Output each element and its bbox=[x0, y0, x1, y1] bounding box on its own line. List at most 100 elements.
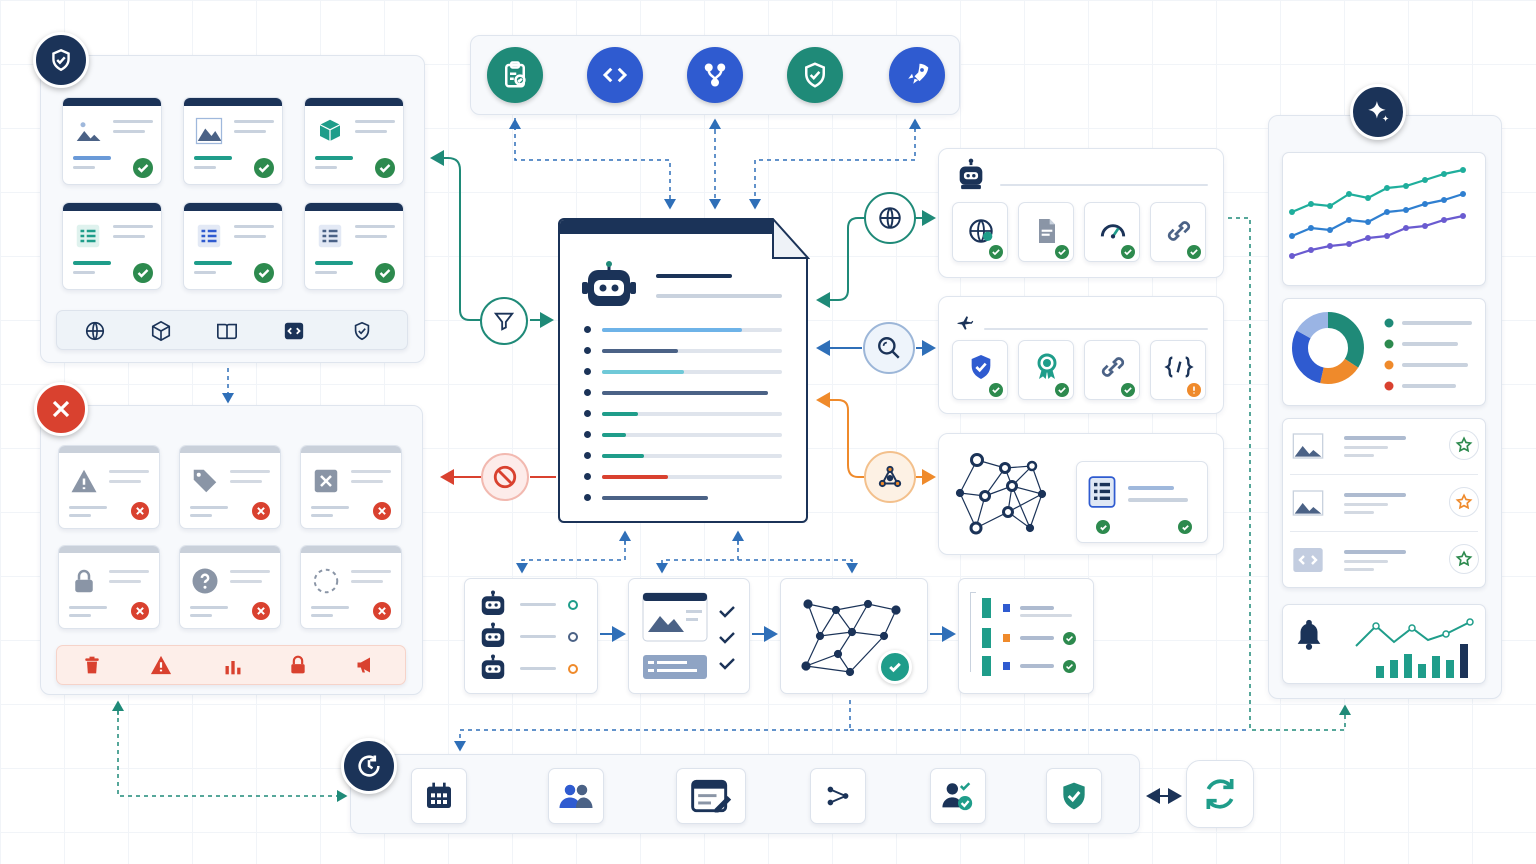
check-icon bbox=[989, 383, 1003, 397]
valid-result-card[interactable] bbox=[304, 202, 404, 290]
check-icon bbox=[375, 158, 395, 178]
card-image-icon bbox=[194, 221, 224, 251]
security-check-tile[interactable] bbox=[1018, 340, 1074, 400]
web-check-tile[interactable] bbox=[1084, 202, 1140, 262]
graph-node-icon[interactable] bbox=[864, 451, 916, 503]
card-text-line bbox=[69, 606, 107, 609]
rejected-result-card[interactable] bbox=[58, 545, 160, 629]
rated-item-icon bbox=[1292, 487, 1324, 519]
card-text-line bbox=[113, 120, 153, 123]
trend-point bbox=[1365, 235, 1371, 241]
shield-badge-icon bbox=[33, 32, 89, 88]
trend-point bbox=[1327, 243, 1333, 249]
bell-icon[interactable] bbox=[1292, 616, 1326, 652]
card-text-line bbox=[230, 480, 262, 483]
warning-icon[interactable] bbox=[149, 654, 173, 676]
lock-icon[interactable] bbox=[288, 654, 308, 676]
trend-point bbox=[1441, 217, 1447, 223]
search-icon[interactable] bbox=[863, 322, 915, 374]
card-image-icon bbox=[73, 221, 103, 251]
star-icon[interactable] bbox=[1449, 487, 1479, 517]
document-bullet bbox=[584, 368, 591, 375]
rejected-toolbar bbox=[56, 645, 406, 685]
valid-result-card[interactable] bbox=[183, 202, 283, 290]
card-text-line bbox=[355, 235, 387, 238]
clipboard-check-icon[interactable] bbox=[487, 47, 543, 103]
web-check-tile[interactable] bbox=[952, 202, 1008, 262]
document-bullet bbox=[584, 494, 591, 501]
document-line-track bbox=[602, 433, 782, 437]
card-text-line bbox=[109, 480, 141, 483]
rated-item-line bbox=[1344, 436, 1406, 440]
user-check-step[interactable] bbox=[930, 768, 986, 824]
report-bar bbox=[982, 656, 991, 676]
form-edit-step[interactable] bbox=[676, 768, 746, 824]
card-titlebar bbox=[180, 546, 280, 553]
check-icon bbox=[1055, 383, 1069, 397]
valid-result-card[interactable] bbox=[62, 202, 162, 290]
card-text-line bbox=[73, 271, 95, 274]
refresh-button[interactable] bbox=[1186, 760, 1254, 828]
star-icon[interactable] bbox=[1449, 430, 1479, 460]
rejected-result-card[interactable] bbox=[179, 545, 281, 629]
document-line-fill bbox=[602, 328, 742, 332]
shield-check-icon[interactable] bbox=[787, 47, 843, 103]
trash-icon[interactable] bbox=[82, 655, 102, 675]
code-icon[interactable] bbox=[587, 47, 643, 103]
shield-icon[interactable] bbox=[351, 320, 373, 342]
history-clock-icon bbox=[341, 738, 397, 794]
security-check-tile[interactable] bbox=[952, 340, 1008, 400]
tile-icon bbox=[965, 215, 997, 247]
rejected-result-card[interactable] bbox=[58, 445, 160, 529]
trend-point bbox=[1422, 223, 1428, 229]
checklist-icons bbox=[718, 604, 736, 672]
web-check-tile[interactable] bbox=[1018, 202, 1074, 262]
document-line-fill bbox=[602, 496, 708, 500]
rejected-result-card[interactable] bbox=[300, 545, 402, 629]
valid-result-card[interactable] bbox=[183, 97, 283, 185]
code-box-icon[interactable] bbox=[283, 320, 305, 342]
robot-icon bbox=[582, 260, 636, 310]
check-icon bbox=[1121, 245, 1135, 259]
refresh-icon[interactable] bbox=[1196, 770, 1244, 818]
filter-icon[interactable] bbox=[480, 297, 528, 345]
warning-badge-icon bbox=[1187, 383, 1201, 397]
security-check-tile[interactable] bbox=[1150, 340, 1206, 400]
megaphone-icon[interactable] bbox=[353, 655, 377, 675]
trend-point bbox=[1441, 197, 1447, 203]
card-text-line bbox=[351, 470, 391, 473]
rejected-result-card[interactable] bbox=[300, 445, 402, 529]
cube-icon[interactable] bbox=[150, 320, 172, 342]
rejected-result-card[interactable] bbox=[179, 445, 281, 529]
card-image-icon bbox=[315, 116, 345, 146]
check-icon bbox=[1178, 520, 1192, 534]
security-check-tile[interactable] bbox=[1084, 340, 1140, 400]
report-marker bbox=[1003, 634, 1010, 642]
prohibit-icon[interactable] bbox=[481, 453, 529, 501]
valid-result-card[interactable] bbox=[62, 97, 162, 185]
rocket-icon[interactable] bbox=[889, 47, 945, 103]
branch-icon[interactable] bbox=[687, 47, 743, 103]
calendar-step[interactable] bbox=[411, 768, 467, 824]
trend-point bbox=[1460, 191, 1466, 197]
tile-icon bbox=[965, 351, 997, 383]
globe-icon[interactable] bbox=[84, 320, 106, 342]
reject-icon bbox=[131, 502, 149, 520]
book-icon[interactable] bbox=[215, 320, 239, 342]
reject-icon bbox=[373, 502, 391, 520]
star-icon[interactable] bbox=[1449, 544, 1479, 574]
check-icon bbox=[1121, 383, 1135, 397]
web-check-tile[interactable] bbox=[1150, 202, 1206, 262]
trend-point bbox=[1327, 203, 1333, 209]
tile-icon bbox=[1031, 215, 1063, 247]
rated-item-line bbox=[1344, 550, 1406, 554]
valid-result-card[interactable] bbox=[304, 97, 404, 185]
bar-chart-icon[interactable] bbox=[222, 656, 244, 676]
globe-search-icon[interactable] bbox=[864, 192, 916, 244]
rated-item-line bbox=[1344, 560, 1388, 563]
shield-check-step[interactable] bbox=[1046, 768, 1102, 824]
valid-toolbar bbox=[56, 310, 408, 350]
share-step[interactable] bbox=[810, 768, 866, 824]
users-step[interactable] bbox=[548, 768, 604, 824]
trend-point bbox=[1384, 185, 1390, 191]
